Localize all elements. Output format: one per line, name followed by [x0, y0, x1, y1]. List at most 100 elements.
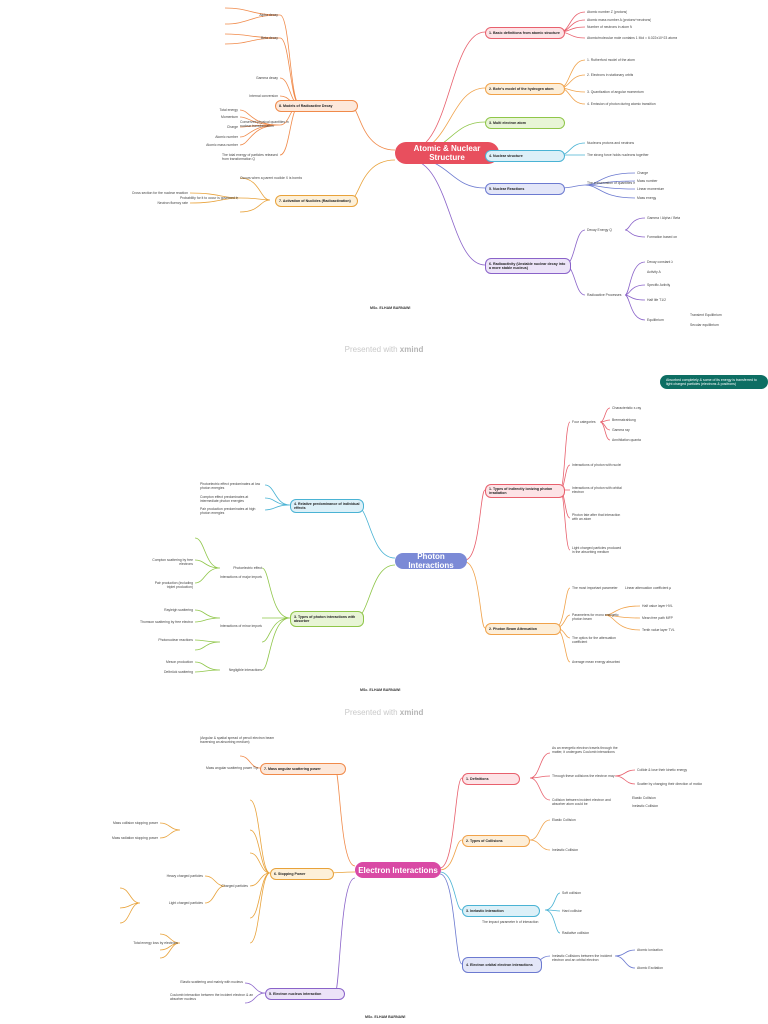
leaf-compton-mid[interactable]: Compton effect predominates at intermedi… — [200, 495, 249, 503]
leaf-photon-fate[interactable]: Photon fate after that interaction with … — [572, 513, 621, 521]
branch-angular-scattering[interactable]: 7. Mass angular scattering power — [260, 763, 346, 775]
branch-inelastic[interactable]: 3. Inelastic Interaction — [462, 905, 540, 917]
leaf-major-interactions[interactable]: Interactions of major importance — [220, 575, 262, 579]
leaf-total-energy-loss[interactable]: Total energy loss by electrons — [133, 941, 178, 945]
leaf-gamma-decay[interactable]: Gamma decay — [255, 76, 278, 80]
leaf-angular-spread[interactable]: (Angular & spatial spread of pencil elec… — [200, 736, 275, 744]
branch-radioactivity[interactable]: 6. Radioactivity (Unstable nuclear decay… — [485, 258, 571, 274]
leaf-gamma-alpha-beta[interactable]: Gamma / Alpha / Beta — [647, 216, 681, 220]
leaf-quantization[interactable]: 3. Quantization of angular momentum — [587, 90, 644, 94]
central-topic[interactable]: Electron Interactions — [355, 862, 441, 878]
leaf-activity[interactable]: Activity A — [647, 270, 661, 274]
branch-stopping-power[interactable]: 6. Stopping Power — [270, 868, 334, 880]
leaf-cross-section[interactable]: Cross section for the nuclear reaction — [131, 191, 188, 195]
leaf-bremsstrahlung[interactable]: Bremsstrahlung — [612, 418, 636, 422]
leaf-atomic-number-left[interactable]: Atomic number — [215, 135, 238, 139]
leaf-internal-conversion[interactable]: Internal conversion — [249, 94, 278, 98]
leaf-mass-number-2[interactable]: Mass number — [637, 179, 658, 183]
leaf-photonuclear[interactable]: Photonuclear reactions — [158, 638, 193, 642]
leaf-heavy-charged[interactable]: Heavy charged particles — [166, 874, 203, 878]
leaf-nucleons[interactable]: Nucleons protons and neutrons — [587, 141, 635, 145]
leaf-inelastic-2[interactable]: Inelastic Collision — [552, 848, 579, 852]
leaf-negligible[interactable]: Negligible interactions — [228, 668, 262, 672]
leaf-total-energy-q[interactable]: The total energy of particles released f… — [222, 153, 278, 161]
leaf-specific-activity[interactable]: Specific Activity — [647, 283, 671, 287]
leaf-beta-decay[interactable]: Beta decay — [261, 36, 278, 40]
leaf-minor-interactions[interactable]: Interactions of minor importance — [220, 624, 262, 628]
leaf-light-charged[interactable]: Light charged particles produced in the … — [572, 546, 622, 554]
leaf-thermal-neutrons[interactable]: Occurs when a parent nuclide X is bombar… — [240, 176, 302, 180]
branch-definitions[interactable]: 1. Definitions — [462, 773, 520, 785]
leaf-four-categories[interactable]: Four categories — [572, 420, 596, 424]
leaf-elastic[interactable]: Elastic Collision — [632, 796, 656, 800]
leaf-strong-force[interactable]: The strong force holds nucleons together — [587, 153, 649, 157]
leaf-rutherford[interactable]: 1. Rutherford model of the atom — [587, 58, 635, 62]
leaf-rayleigh[interactable]: Rayleigh scattering — [164, 608, 193, 612]
branch-interaction-types[interactable]: 3. Types of photon interactions with abs… — [290, 611, 364, 627]
leaf-compton[interactable]: Compton scattering by free electrons — [152, 558, 193, 566]
leaf-formation[interactable]: Formation based on — [647, 235, 678, 239]
leaf-mfp[interactable]: Mean free path MFP — [642, 616, 673, 620]
leaf-alpha-decay[interactable]: Alpha decay — [259, 13, 278, 17]
leaf-mass-energy[interactable]: Mass energy — [637, 196, 657, 200]
leaf-half-life[interactable]: Half life T1/2 — [647, 298, 666, 302]
leaf-charge-left[interactable]: Charge — [226, 125, 238, 129]
leaf-char-xray[interactable]: Characteristic x-ray — [612, 406, 642, 410]
leaf-collision-types[interactable]: Collision between incident electron and … — [552, 798, 611, 806]
leaf-probability[interactable]: Probability for it to occur is governed … — [180, 196, 238, 200]
branch-attenuation[interactable]: 2. Photon Beam Attenuation — [485, 623, 561, 635]
leaf-meson[interactable]: Meson production — [166, 660, 193, 664]
branch-bohr-model[interactable]: 2. Bohr's model of the hydrogen atom — [485, 83, 565, 95]
central-topic[interactable]: Photon Interactions — [395, 552, 467, 570]
leaf-delbruck[interactable]: Delbrück scattering — [163, 670, 193, 674]
leaf-elastic-scattering[interactable]: Elastic scattering and mainly with nucle… — [180, 980, 243, 984]
leaf-elastic-2[interactable]: Elastic Collision — [552, 818, 576, 822]
leaf-charge[interactable]: Charge — [637, 171, 649, 175]
leaf-soft[interactable]: Soft collision — [562, 891, 582, 895]
leaf-fluency-rate[interactable]: Neutron fluency rate — [157, 201, 188, 205]
leaf-mass-radiation[interactable]: Mass radiation stopping power — [112, 836, 158, 840]
leaf-photon-orbital[interactable]: Interactions of photon with orbital elec… — [572, 486, 622, 494]
leaf-annihilation[interactable]: Annihilation quanta — [612, 438, 641, 442]
leaf-orbital-collision[interactable]: Inelastic Collisions between the inciden… — [552, 954, 612, 962]
leaf-radiative[interactable]: Radiative collision — [562, 931, 590, 935]
leaf-radioactive-processes[interactable]: Radioactive Processes — [587, 293, 622, 297]
leaf-photoelectric[interactable]: Photoelectric effect — [233, 566, 262, 570]
leaf-atomic-number[interactable]: Atomic number Z (protons) — [587, 10, 628, 14]
leaf-pe-low[interactable]: Photoelectric effect predominates at low… — [200, 482, 261, 490]
leaf-mole[interactable]: Atomic/molecular mole contains 1 Mol = 6… — [587, 36, 677, 40]
leaf-atomic-mass-left[interactable]: Atomic mass number — [206, 143, 238, 147]
leaf-impact-parameter[interactable]: The impact parameter b of interaction — [482, 920, 539, 924]
leaf-important-parameter[interactable]: The most important parameter — [572, 586, 618, 590]
branch-nuclear-reactions[interactable]: 5. Nuclear Reactions — [485, 183, 565, 195]
leaf-thomson[interactable]: Thomson scattering by free electrons — [140, 620, 193, 624]
leaf-pair-production[interactable]: Pair production (including triplet produ… — [154, 581, 193, 589]
leaf-pp-high[interactable]: Pair production predominates at high pho… — [200, 507, 256, 515]
leaf-total-energy[interactable]: Total energy — [219, 108, 238, 112]
central-topic[interactable]: Atomic & Nuclear Structure — [395, 142, 499, 164]
leaf-transient-eq[interactable]: Transient Equilibrium — [690, 313, 722, 317]
leaf-linear-momentum[interactable]: Linear momentum — [637, 187, 665, 191]
leaf-excitation[interactable]: Atomic Excitation — [637, 966, 664, 970]
branch-predominance[interactable]: 4. Relative predominance of individual e… — [290, 499, 364, 513]
leaf-decay-constant[interactable]: Decay constant λ — [647, 260, 674, 264]
leaf-mean-energy[interactable]: Average mean energy absorbed — [572, 660, 621, 664]
leaf-charged-particles[interactable]: Charged particles — [221, 884, 248, 888]
branch-electron-nucleus[interactable]: 5. Electron nucleus interaction — [265, 988, 345, 1000]
leaf-scatter[interactable]: Scatter by changing their direction of m… — [637, 782, 702, 786]
leaf-attenuation-optics[interactable]: The optics for the attenuation coefficie… — [572, 636, 616, 644]
leaf-photon-emission[interactable]: 4. Emission of photon during atomic tran… — [587, 102, 656, 106]
leaf-mass-number[interactable]: Atomic mass number A (protons+neutrons) — [587, 18, 652, 22]
branch-activation-nuclides[interactable]: 7. Activation of Nuclides (Radioactivati… — [275, 195, 358, 207]
leaf-mass-angular[interactable]: Mass angular scattering power T/ρ — [206, 766, 258, 770]
branch-orbital-electron[interactable]: 4. Electron orbital electron interaction… — [462, 957, 542, 973]
leaf-linear-attenuation[interactable]: Linear attenuation coefficient μ — [625, 586, 672, 590]
leaf-decay-energy[interactable]: Decay Energy Q — [587, 228, 612, 232]
leaf-hvl[interactable]: Half value layer HVL — [642, 604, 673, 608]
leaf-momentum[interactable]: Momentum — [221, 115, 238, 119]
leaf-secular-eq[interactable]: Secular equilibrium — [690, 323, 719, 327]
leaf-photon-nuclei[interactable]: Interactions of photon with nuclei — [572, 463, 622, 467]
branch-multi-electron-atom[interactable]: 3. Multi electron atom — [485, 117, 565, 129]
branch-radioactive-decay[interactable]: 8. Models of Radioactive Decay — [275, 100, 358, 112]
leaf-through-collisions[interactable]: Through these collisions the electron ma… — [552, 774, 615, 778]
